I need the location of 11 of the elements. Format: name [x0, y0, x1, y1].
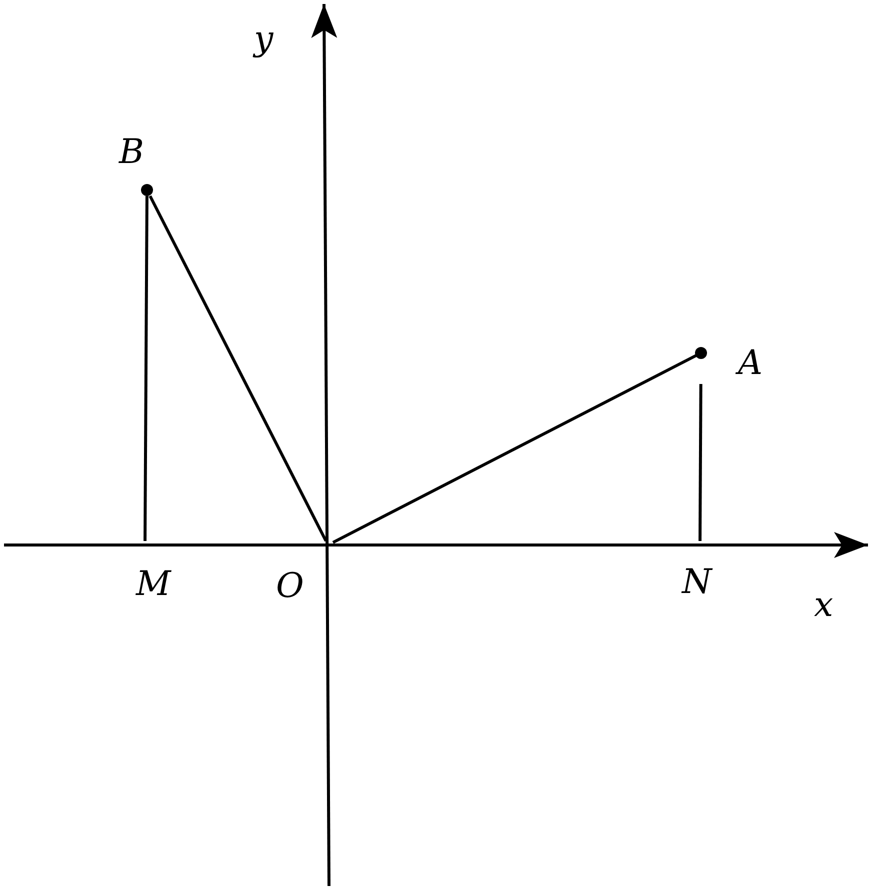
point-label: N	[682, 565, 712, 599]
point-label: O	[276, 569, 304, 603]
line-segment	[148, 195, 328, 542]
point-label: A	[738, 346, 763, 380]
axis-label: y	[254, 22, 274, 56]
axis-label: x	[814, 588, 834, 622]
line-segment	[144, 196, 148, 541]
point-label: M	[136, 567, 171, 601]
line-segment	[332, 354, 697, 544]
point-label: B	[119, 135, 144, 169]
line-segment	[698, 384, 702, 541]
